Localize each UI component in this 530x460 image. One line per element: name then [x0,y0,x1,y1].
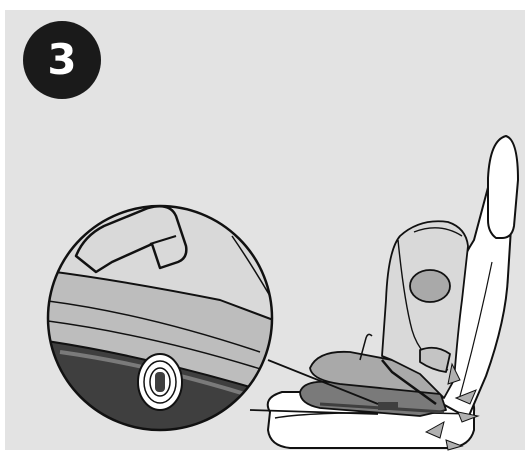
step-number: 3 [47,35,76,84]
isofix-connector-icon [138,354,182,410]
step-number-badge: 3 [23,21,101,99]
